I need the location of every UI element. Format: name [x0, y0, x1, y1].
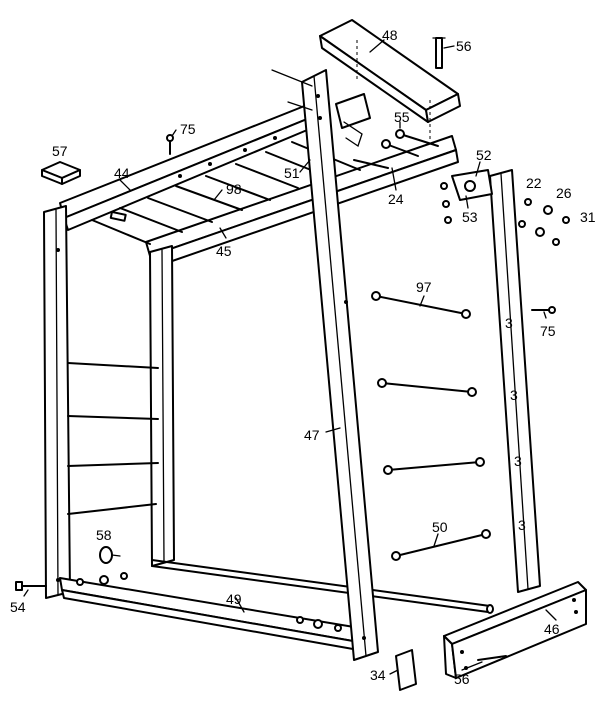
bolt-left — [15, 581, 47, 591]
label-44: 44 — [114, 165, 130, 181]
top-bracket — [271, 69, 371, 148]
label-56-top: 56 — [456, 38, 472, 54]
part-labels: 48 56 75 55 57 52 51 44 22 98 26 24 53 3… — [10, 27, 596, 687]
left-back-post — [149, 245, 175, 567]
foot-board — [443, 581, 587, 679]
svg-text:3: 3 — [510, 387, 518, 403]
ladder-rungs — [67, 362, 159, 515]
label-24: 24 — [388, 191, 404, 207]
label-34: 34 — [370, 667, 386, 683]
bottom-rail — [151, 559, 494, 614]
label-51: 51 — [284, 165, 300, 181]
left-front-post — [43, 205, 71, 599]
hardware-bolts — [353, 129, 439, 169]
label-50: 50 — [432, 519, 448, 535]
label-98: 98 — [226, 181, 242, 197]
tall-front-post — [301, 69, 379, 661]
label-46: 46 — [544, 621, 560, 637]
leader-lines — [23, 39, 557, 675]
label-48: 48 — [382, 27, 398, 43]
label-49: 49 — [226, 591, 242, 607]
label-52: 52 — [476, 147, 492, 163]
post-cap — [41, 161, 81, 185]
climbing-rungs — [371, 291, 491, 561]
label-53: 53 — [462, 209, 478, 225]
carriage-bolt-top — [432, 37, 446, 69]
label-56-bottom: 56 — [454, 671, 470, 687]
label-22: 22 — [526, 175, 542, 191]
end-cap — [395, 649, 417, 691]
label-55: 55 — [394, 109, 410, 125]
label-26: 26 — [556, 185, 572, 201]
svg-text:3: 3 — [514, 453, 522, 469]
label-75-right: 75 — [540, 323, 556, 339]
label-58: 58 — [96, 527, 112, 543]
ring-part — [99, 546, 121, 564]
label-75-top: 75 — [180, 121, 196, 137]
label-57: 57 — [52, 143, 68, 159]
bottom-base-board — [59, 572, 373, 653]
lag-bolt-right — [531, 306, 556, 314]
right-back-post: 3 3 3 3 — [489, 169, 541, 593]
right-bracket — [440, 169, 493, 224]
label-47: 47 — [304, 427, 320, 443]
label-45: 45 — [216, 243, 232, 259]
svg-text:3: 3 — [518, 517, 526, 533]
label-54: 54 — [10, 599, 26, 615]
nuts-washers — [518, 198, 570, 246]
label-97: 97 — [416, 279, 432, 295]
svg-text:3: 3 — [505, 315, 513, 331]
label-31: 31 — [580, 209, 596, 225]
top-cross-board — [319, 19, 461, 140]
lag-bolt-top — [166, 134, 174, 155]
